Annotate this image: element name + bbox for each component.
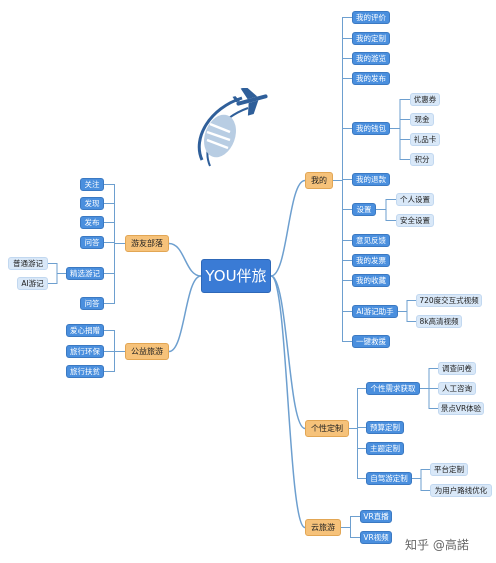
node-diaocha-wenjuan[interactable]: 调查问卷 bbox=[438, 362, 476, 375]
node-lvxing-huanbao[interactable]: 旅行环保 bbox=[66, 345, 104, 358]
node-wode-fapiao[interactable]: 我的发票 bbox=[352, 254, 390, 267]
connector bbox=[104, 222, 125, 244]
node-aixin-juanzeng[interactable]: 爱心捐赠 bbox=[66, 324, 104, 337]
connector bbox=[412, 469, 430, 479]
connector bbox=[341, 516, 360, 528]
node-putong-youji[interactable]: 普通游记 bbox=[8, 257, 48, 270]
node-xuqiu-huoqu[interactable]: 个性需求获取 bbox=[366, 382, 420, 395]
connector bbox=[341, 527, 360, 538]
node-faxian[interactable]: 发现 bbox=[80, 197, 104, 210]
connector bbox=[270, 179, 306, 277]
node-wenda-1[interactable]: 问答 bbox=[80, 236, 104, 249]
node-zijia-dingzhi[interactable]: 自驾游定制 bbox=[366, 472, 412, 485]
node-wode-dingzhi[interactable]: 我的定制 bbox=[352, 32, 390, 45]
connector bbox=[104, 330, 125, 352]
node-wode-fabu[interactable]: 我的发布 bbox=[352, 72, 390, 85]
node-wode-pingjia[interactable]: 我的评价 bbox=[352, 11, 390, 24]
connector bbox=[333, 180, 352, 342]
connector bbox=[104, 351, 125, 372]
node-luxian-youhua[interactable]: 为用户路线优化 bbox=[430, 484, 492, 497]
connector bbox=[48, 263, 66, 274]
connector bbox=[420, 388, 438, 409]
node-720-video[interactable]: 720度交互式视频 bbox=[416, 294, 482, 307]
node-rengong-zixun[interactable]: 人工咨询 bbox=[438, 382, 476, 395]
connector bbox=[390, 119, 410, 129]
connector bbox=[270, 275, 306, 430]
node-wode-tuikuan[interactable]: 我的退款 bbox=[352, 173, 390, 186]
connector bbox=[48, 273, 66, 284]
node-xianjin[interactable]: 现金 bbox=[410, 113, 434, 126]
node-8k-video[interactable]: 8k高清视频 bbox=[416, 315, 462, 328]
branch-gongyi[interactable]: 公益旅游 bbox=[125, 343, 169, 360]
node-fabu[interactable]: 发布 bbox=[80, 216, 104, 229]
connector bbox=[376, 209, 396, 221]
connector bbox=[168, 275, 202, 353]
node-jingxuan[interactable]: 精选游记 bbox=[66, 267, 104, 280]
root-node[interactable]: YOU伴旅 bbox=[201, 259, 271, 293]
node-jingdian-vr[interactable]: 景点VR体验 bbox=[438, 402, 484, 415]
node-vr-shipin[interactable]: VR视频 bbox=[360, 531, 392, 544]
node-wode-youlan[interactable]: 我的游览 bbox=[352, 52, 390, 65]
node-yijian-fankui[interactable]: 意见反馈 bbox=[352, 234, 390, 247]
node-yusuan-dingzhi[interactable]: 预算定制 bbox=[366, 421, 404, 434]
connector bbox=[376, 199, 396, 210]
connector bbox=[412, 478, 430, 491]
branch-wode[interactable]: 我的 bbox=[305, 172, 333, 189]
node-guanzhu[interactable]: 关注 bbox=[80, 178, 104, 191]
branch-youyou[interactable]: 游友部落 bbox=[125, 235, 169, 252]
connector bbox=[270, 275, 306, 529]
connector bbox=[333, 128, 352, 181]
node-ai-youji[interactable]: AI游记 bbox=[17, 277, 48, 290]
node-geren-shezhi[interactable]: 个人设置 bbox=[396, 193, 434, 206]
connector bbox=[420, 368, 438, 389]
node-jifen[interactable]: 积分 bbox=[410, 153, 434, 166]
airplane-logo-icon bbox=[197, 88, 268, 167]
connector bbox=[349, 428, 366, 479]
node-shezhi[interactable]: 设置 bbox=[352, 203, 376, 216]
node-zhuti-dingzhi[interactable]: 主题定制 bbox=[366, 442, 404, 455]
node-pingtai-dingzhi[interactable]: 平台定制 bbox=[430, 463, 468, 476]
node-yijian-jiuyuan[interactable]: 一键救援 bbox=[352, 335, 390, 348]
node-wode-shoucang[interactable]: 我的收藏 bbox=[352, 274, 390, 287]
connector bbox=[349, 388, 366, 429]
branch-yunlvyou[interactable]: 云旅游 bbox=[305, 519, 341, 536]
connector bbox=[398, 311, 416, 322]
node-anquan-shezhi[interactable]: 安全设置 bbox=[396, 214, 434, 227]
watermark: 知乎 @高諾 bbox=[405, 538, 469, 552]
node-vr-zhibo[interactable]: VR直播 bbox=[360, 510, 392, 523]
connector bbox=[398, 300, 416, 312]
connector bbox=[104, 243, 125, 304]
branch-dingzhi[interactable]: 个性定制 bbox=[305, 420, 349, 437]
connector bbox=[390, 128, 410, 160]
node-wenda-2[interactable]: 问答 bbox=[80, 297, 104, 310]
node-ai-youji-zhushou[interactable]: AI游记助手 bbox=[352, 305, 398, 318]
connector bbox=[168, 242, 202, 277]
node-lipinka[interactable]: 礼品卡 bbox=[410, 133, 440, 146]
node-wode-qianbao[interactable]: 我的钱包 bbox=[352, 122, 390, 135]
node-lvxing-fupin[interactable]: 旅行扶贫 bbox=[66, 365, 104, 378]
node-youhuiquan[interactable]: 优惠券 bbox=[410, 93, 440, 106]
